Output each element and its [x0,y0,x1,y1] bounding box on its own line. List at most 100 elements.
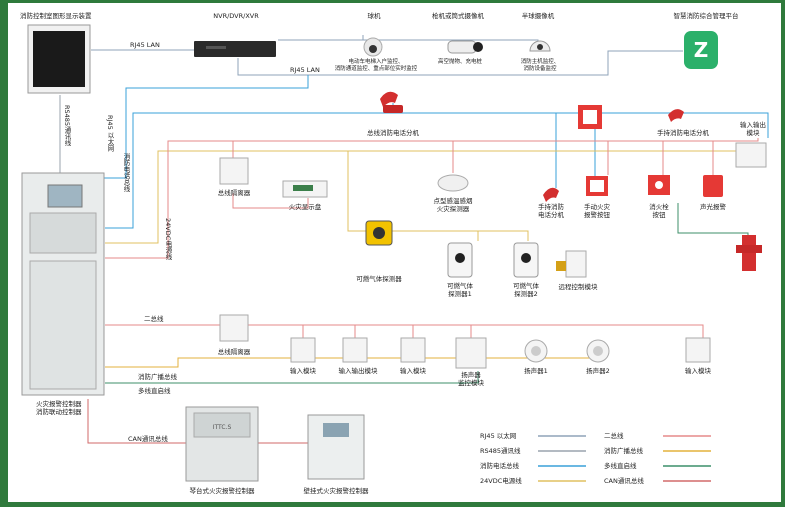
input-module-3-shape [685,337,711,363]
label-gas-detector: 可燃气体探测器 [356,275,402,283]
handheld-phone-icon [543,187,559,202]
lan-line-nvr-dome [278,35,364,41]
half-dome-lens [537,44,543,50]
label-nvr: NVR/DVR/XVR [213,12,259,20]
gas-detector-2-face [521,253,531,263]
manual-alarm-face [590,180,604,192]
label-halfdome-desc-2: 消防设备监控 [523,66,557,72]
label-two-bus: 二总线 [144,315,164,323]
label-manual-phone-top: 手持消防电话分机 [657,129,709,137]
label-rj45-vertical: RJ45 以太网 [106,115,114,152]
lan-line-nvr-platform [237,50,683,76]
controller-lower-panel [29,260,97,390]
phone-bus-line [105,103,394,229]
label-handheld-2: 电话分机 [538,211,564,219]
label-input-3: 输入模块 [685,367,711,375]
legend-label-7: CAN通讯总线 [604,477,644,485]
cabinet-panel-text: ITTC.S [213,424,232,431]
speaker-2-cone [593,346,603,356]
legend-label-1: 二总线 [604,432,624,440]
bus-phone-icon [380,91,398,107]
gas-detector-face [373,227,385,239]
platform-icon-glyph: Z [694,38,709,62]
can-bus-line [87,399,188,444]
label-half-dome: 半球摄像机 [521,12,555,20]
power-24v-gas2 [478,230,529,241]
label-main-controller-2: 消防联动控制器 [36,408,82,416]
label-gas-2-a: 可燃气体 [513,282,539,290]
label-io-top-2: 模块 [746,129,760,137]
io-module-top-shape [735,142,767,168]
label-cabinet-controller: 琴台式火灾报警控制器 [189,487,255,495]
label-smoke-2: 火灾探测器 [436,205,470,213]
label-input-1: 输入模块 [290,367,316,375]
cabinet-controller-top [193,412,251,438]
label-gas-1-a: 可燃气体 [447,282,473,290]
legend-label-6: 24VDC电源线 [480,477,522,485]
label-gas-1-b: 探测器1 [448,290,472,298]
wiring-layer: Z ITTC.S [21,24,769,482]
label-gas-2-b: 探测器2 [514,290,538,298]
fire-display-screen [293,185,313,191]
nvr-shape [194,41,276,57]
power-24v-line [105,150,748,244]
controller-keypad [29,212,97,254]
remote-valve-icon [556,261,566,271]
hydrant-button-face [655,181,663,189]
label-handheld-1: 手持消防 [538,203,564,211]
legend-label-2: RS485通讯线 [480,447,521,455]
wall-controller-screen [323,423,349,437]
legend-label-4: 消防电话总线 [480,462,519,470]
remote-module-shape [565,250,587,278]
label-main-controller-1: 火灾报警控制器 [36,400,82,408]
nvr-panel [206,46,226,49]
label-rs485: RS485通讯线 [63,105,71,146]
label-speaker-2: 扬声器2 [586,367,610,375]
phone-bus-line-b [393,112,589,118]
input-module-1-shape [290,337,316,363]
rj45-line-controller [103,75,309,179]
speaker-1-cone [531,346,541,356]
label-hydrant-1: 消火栓 [649,203,669,211]
label-rj45-mid: RJ45 LAN [290,66,320,74]
label-isolator-1: 总线隔离器 [217,189,251,197]
bullet-camera-lens [473,42,483,52]
label-manual-alarm-2: 报警按钮 [584,211,610,219]
label-io-1: 输入输出模块 [338,367,378,375]
label-manual-alarm-1: 手动火灾 [584,203,610,211]
label-smoke-1: 点型感温感烟 [433,197,473,205]
sounder-icon [703,175,723,197]
label-remote-module: 远程控制模块 [558,283,598,291]
label-monitor: 消防控制室图形显示装置 [20,12,92,20]
isolator-1-shape [219,157,249,185]
label-speaker-mon-2: 监控模块 [458,379,484,387]
fire-pump-flange [736,245,762,253]
two-bus-upper [105,138,759,259]
label-speaker-1: 扬声器1 [524,367,548,375]
bullet-camera-shape [447,40,477,54]
label-power-24v: 24VDC电源线 [164,218,172,260]
speaker-monitor-shape [455,337,487,369]
gas-detector-1-face [455,253,465,263]
two-bus-drop-display [232,193,309,209]
dome-camera-lens [369,45,377,53]
label-input-2: 输入模块 [400,367,426,375]
label-halfdome-desc-1: 消防主机监控、 [520,59,560,65]
label-bus-phone: 总线消防电话分机 [367,129,419,137]
manual-alarm-top-face [583,110,597,124]
multi-line-bottom [105,371,479,384]
monitor-screen [33,31,85,87]
diagram-canvas: Z ITTC.S [8,3,781,502]
power-24v-gas [347,151,479,241]
label-can-bus: CAN通讯总线 [128,435,168,443]
label-speaker-mon-1: 扬声器 [461,371,481,379]
legend-label-3: 消防广播总线 [604,447,643,455]
label-io-top-1: 输入输出 [740,121,766,129]
label-rj45-top: RJ45 LAN [130,41,160,49]
handheld-phone-top-icon [668,109,684,122]
label-platform: 智慧消防综合管理平台 [673,12,739,20]
isolator-2-shape [219,314,249,342]
label-multi-line: 多线直启线 [138,387,171,395]
label-dome-desc-2: 消防通道监控、重点部位实时监控 [334,66,418,72]
